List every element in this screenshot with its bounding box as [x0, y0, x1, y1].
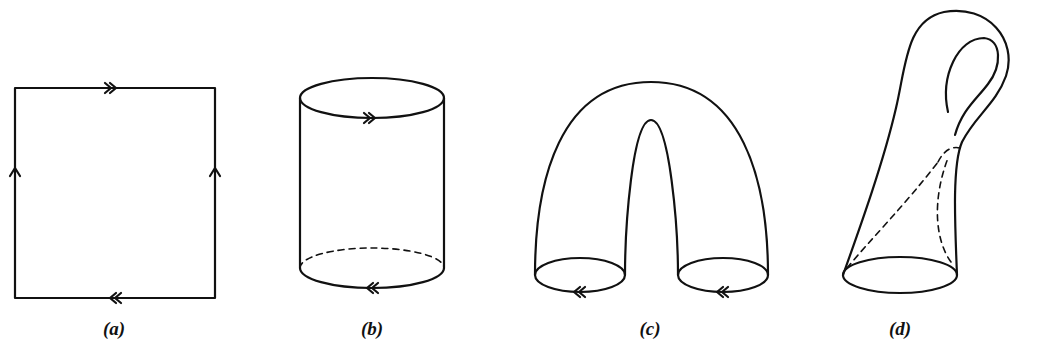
double-arrow — [367, 283, 378, 293]
double-arrow — [105, 83, 116, 93]
bottle-end — [843, 257, 957, 293]
tube-inner — [625, 120, 678, 275]
hidden-tube — [847, 162, 938, 268]
cylinder — [300, 78, 444, 293]
top-rim — [300, 78, 444, 118]
figure-label: (b) — [361, 319, 383, 340]
single-arrow — [10, 168, 20, 176]
square-outline — [15, 88, 215, 298]
klein-bottle — [843, 11, 1009, 293]
hidden-tube — [938, 148, 960, 162]
bent-tube — [535, 82, 768, 297]
tube-outer — [535, 82, 768, 275]
cylinder-side — [299, 98, 301, 268]
double-arrow — [110, 293, 121, 303]
double-arrow — [717, 287, 728, 297]
double-arrow — [574, 287, 585, 297]
double-arrow — [364, 113, 375, 123]
hidden-tube — [937, 158, 951, 262]
bottle-outline — [843, 11, 1009, 275]
single-arrow — [210, 168, 220, 176]
cylinder-side — [443, 98, 445, 268]
identification-square — [10, 83, 220, 303]
figure-label: (a) — [103, 319, 125, 340]
figure-label: (d) — [889, 319, 911, 340]
figure-label: (c) — [639, 319, 660, 340]
handle-loop — [946, 38, 998, 135]
bottom-rim-back — [300, 248, 444, 268]
